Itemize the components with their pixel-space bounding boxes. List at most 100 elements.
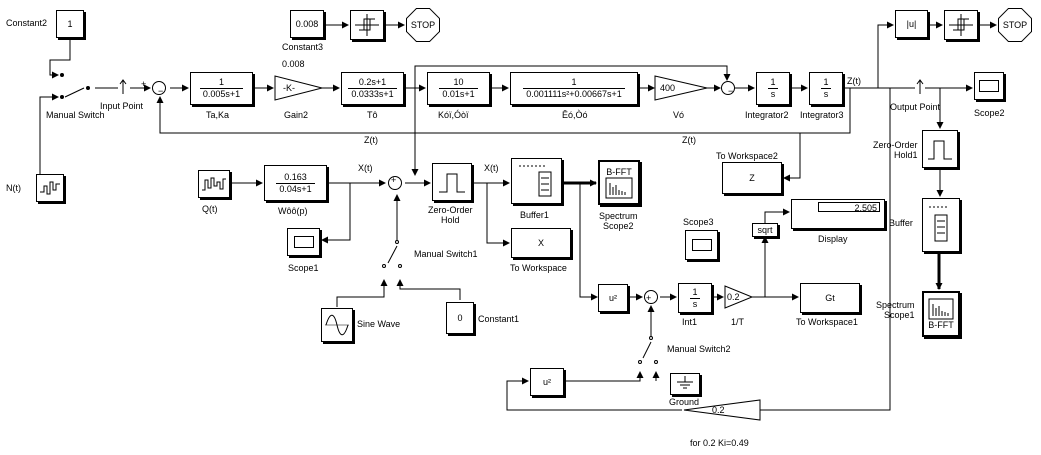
to-workspace1-block[interactable]: Gt	[800, 283, 860, 313]
gain2-value: -K-	[283, 83, 295, 93]
sum1-minus: −	[158, 86, 164, 96]
spectrum-scope2-block[interactable]: B-FFT	[598, 160, 640, 205]
output-point-label: Output Point	[890, 102, 941, 112]
to-workspace2-value: Z	[749, 173, 755, 183]
sum-4[interactable]	[644, 290, 658, 304]
spectrum2-label: Spectrum Scope2	[599, 211, 638, 231]
tf-k-den: 0.01s+1	[439, 88, 478, 100]
constant3-value: 0.008	[295, 19, 319, 29]
ground-icon	[677, 376, 693, 389]
to-workspace1-label: To Workspace1	[796, 317, 858, 327]
scope1-block[interactable]	[287, 228, 320, 256]
abs-block[interactable]: |u|	[895, 10, 928, 38]
relay-block-2[interactable]	[944, 10, 978, 40]
sqrt-block[interactable]: sqrt	[752, 223, 778, 237]
constant2-block[interactable]: 1	[56, 10, 84, 38]
buffer1-block[interactable]	[511, 158, 562, 204]
int3-num: 1	[823, 77, 829, 87]
gain-fb-value: 0.2	[712, 405, 725, 415]
relay-icon	[355, 14, 379, 36]
stop-block-2[interactable]: STOP	[998, 8, 1032, 42]
spectrum-icon	[605, 177, 633, 198]
zoh1-block[interactable]	[922, 130, 958, 168]
tf-t-label: Tô	[367, 110, 378, 120]
display-block[interactable]: 2.505	[791, 199, 885, 229]
sum-2[interactable]	[721, 81, 735, 95]
tf-e-den: 0.001111s²+0.00667s+1	[523, 88, 625, 100]
constant2-value: 1	[67, 19, 73, 29]
u2a-text: u²	[608, 293, 617, 303]
sum-3[interactable]	[388, 176, 402, 190]
gain-1t-value: 0.2	[727, 292, 740, 302]
scope-screen	[293, 236, 314, 248]
constant1-label: Constant1	[478, 314, 520, 324]
vo-value: 400	[660, 83, 676, 93]
spectrum1-tag: B-FFT	[928, 320, 954, 330]
buffer-icon	[518, 165, 551, 197]
nt-source-block[interactable]	[36, 174, 64, 202]
ground-label: Ground	[669, 397, 700, 407]
integrator3-label: Integrator3	[800, 110, 844, 120]
constant3-block[interactable]: 0.008	[290, 10, 324, 38]
scope3-block[interactable]	[685, 230, 718, 260]
to-workspace-value: X	[537, 238, 544, 248]
to-workspace2-label: To Workspace2	[716, 151, 778, 161]
ground-block[interactable]	[670, 373, 700, 395]
zt-output-label: Z(t)	[847, 76, 861, 86]
to-workspace1-value: Gt	[825, 293, 835, 303]
relay-icon	[949, 14, 973, 36]
gain-fb-label: for 0.2 Ki=0.49	[690, 438, 749, 448]
gain2-label: Gain2	[284, 110, 309, 120]
xt-label-2: X(t)	[484, 163, 499, 173]
zoh-icon	[928, 140, 952, 160]
random-signal-icon	[40, 181, 60, 195]
zoh1-label: Zero-Order Hold1	[873, 140, 918, 160]
integrator2-label: Integrator2	[745, 110, 789, 120]
int2-num: 1	[770, 77, 776, 87]
spectrum-icon	[928, 298, 954, 320]
tf-ta-ka-label: Ta,Ka	[206, 110, 230, 120]
tf-ta-ka-den: 0.005s+1	[199, 88, 244, 100]
sqrt-text: sqrt	[757, 225, 773, 235]
to-workspace-label: To Workspace	[510, 263, 567, 273]
to-workspace-block[interactable]: X	[511, 228, 571, 258]
gain2-top-value: 0.008	[282, 59, 305, 69]
sum-1[interactable]	[152, 81, 166, 95]
square-block-2[interactable]: u²	[530, 368, 564, 396]
zoh-icon	[439, 173, 465, 193]
spectrum-scope1-block[interactable]: B-FFT	[922, 291, 960, 337]
abs-text: |u|	[906, 19, 917, 29]
to-workspace2-block[interactable]: Z	[722, 162, 782, 194]
random-signal-icon	[202, 177, 226, 191]
relay-block-1[interactable]	[350, 10, 384, 40]
manual-switch2-label: Manual Switch2	[667, 344, 731, 354]
tf-t-den: 0.0333s+1	[348, 88, 397, 100]
stop-block-1[interactable]: STOP	[406, 8, 440, 42]
zoh-block[interactable]	[432, 163, 472, 201]
stop2-text: STOP	[999, 9, 1031, 41]
qt-source-block[interactable]	[198, 170, 230, 198]
buffer1-label: Buffer1	[520, 210, 549, 220]
tf-w-den: 0.04s+1	[276, 182, 315, 195]
constant1-block[interactable]: 0	[446, 302, 474, 334]
scope2-block[interactable]	[974, 72, 1004, 100]
display-value: 2.505	[818, 202, 880, 213]
manual-switch-label: Manual Switch	[46, 110, 105, 120]
square-block-1[interactable]: u²	[598, 284, 628, 312]
zt-feedback-label: Z(t)	[364, 135, 378, 145]
sine-wave-block[interactable]	[321, 308, 353, 342]
zoh-label: Zero-Order Hold	[428, 205, 473, 225]
spectrum1-label: Spectrum Scope1	[876, 300, 915, 320]
tf-ta-ka-num: 1	[218, 77, 224, 87]
int2-den: s	[767, 88, 779, 100]
sine-icon	[325, 314, 349, 336]
buffer-block[interactable]	[922, 198, 960, 252]
